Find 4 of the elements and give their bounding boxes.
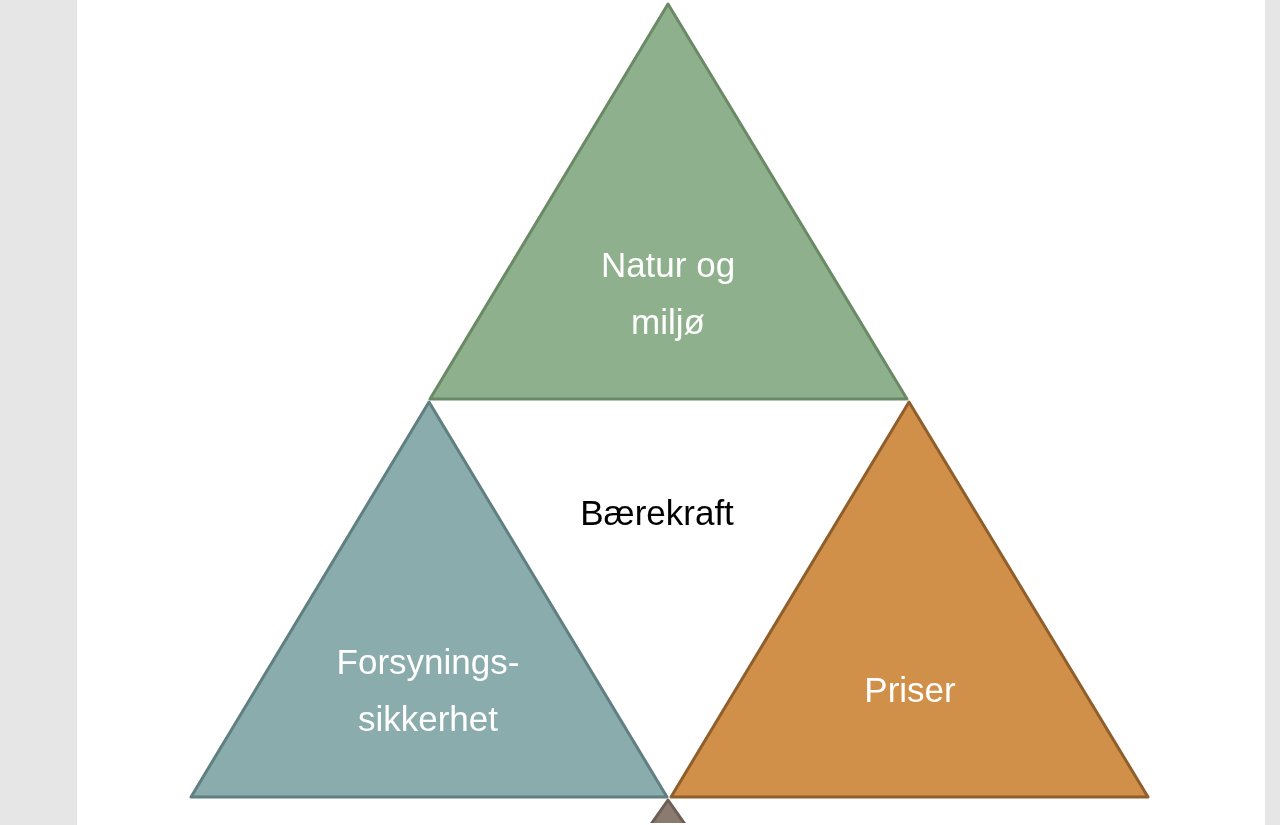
triangle-label: Priser <box>863 669 957 711</box>
triangle-label: Natur og miljø <box>599 244 737 343</box>
triangle-label: Forsynings- sikkerhet <box>335 641 521 740</box>
center-label: Bærekraft <box>579 493 735 533</box>
